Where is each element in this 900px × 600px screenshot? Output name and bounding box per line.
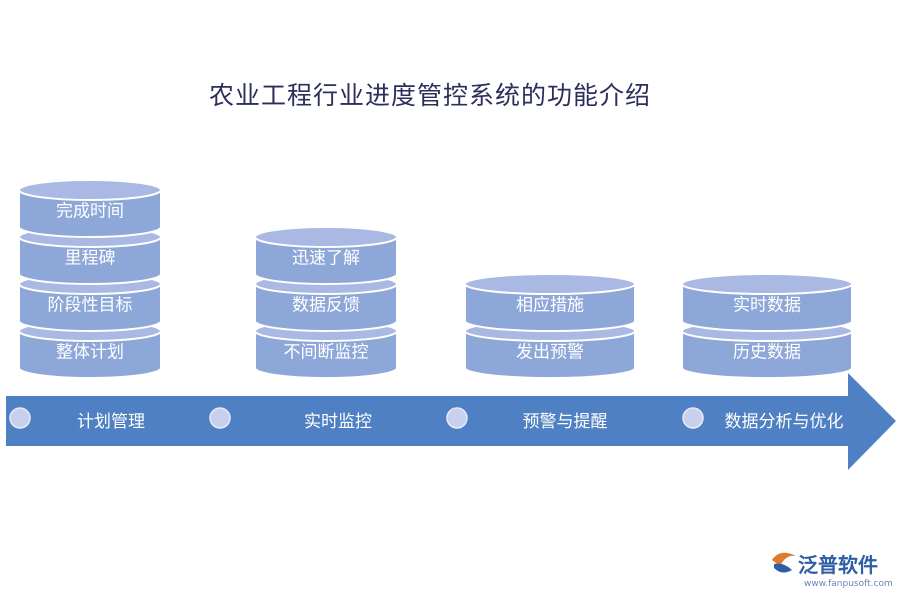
cylinder-body <box>254 236 398 285</box>
cylinder-top <box>464 273 636 295</box>
cylinder-top <box>681 273 853 295</box>
cylinder-stack-2: 不间断监控 数据反馈 迅速了解 <box>254 226 398 379</box>
cylinder-body <box>681 283 853 332</box>
cylinder-segment: 完成时间 <box>18 179 162 238</box>
cylinder-label: 迅速了解 <box>292 249 360 269</box>
stage-label: 预警与提醒 <box>523 412 608 432</box>
stage-label: 数据分析与优化 <box>725 412 844 432</box>
fanpu-logo: 泛普软件 www.fanpusoft.com <box>772 552 893 589</box>
stage-dot-icon <box>209 407 231 429</box>
cylinder-label: 整体计划 <box>56 343 124 363</box>
cylinder-label: 数据反馈 <box>292 296 360 316</box>
cylinder-label: 完成时间 <box>56 202 124 222</box>
cylinder-segment: 迅速了解 <box>254 226 398 285</box>
cylinder-label: 实时数据 <box>733 296 801 316</box>
stage-row: 计划管理 实时监控 预警与提醒 数据分析与优化 <box>9 407 844 432</box>
cylinder-body <box>464 330 636 379</box>
cylinder-label: 发出预警 <box>516 343 584 363</box>
cylinder-label: 相应措施 <box>516 296 584 316</box>
stage-dot-icon <box>446 407 468 429</box>
cylinder-body <box>18 236 162 285</box>
cylinder-body <box>18 283 162 332</box>
cylinder-label: 不间断监控 <box>284 343 369 363</box>
stage-dot-icon <box>9 407 31 429</box>
cylinder-label: 阶段性目标 <box>48 296 133 316</box>
fanpu-logo-icon <box>772 552 796 573</box>
cylinder-body <box>254 330 398 379</box>
cylinder-segment: 实时数据 <box>681 273 853 332</box>
cylinder-body <box>681 330 853 379</box>
cylinder-body <box>18 189 162 238</box>
cylinder-top <box>18 179 162 201</box>
page-title: 农业工程行业进度管控系统的功能介绍 <box>208 81 651 110</box>
logo-name: 泛普软件 <box>798 553 878 577</box>
stage-dot-icon <box>682 407 704 429</box>
cylinder-label: 历史数据 <box>733 343 801 363</box>
cylinder-body <box>464 283 636 332</box>
cylinder-stack-1: 整体计划 阶段性目标 里程碑 完成时间 <box>18 179 162 379</box>
cylinder-body <box>18 330 162 379</box>
logo-url: www.fanpusoft.com <box>804 579 893 589</box>
timeline-arrow: 计划管理 实时监控 预警与提醒 数据分析与优化 <box>6 373 896 470</box>
stage-label: 计划管理 <box>77 412 145 432</box>
cylinder-body <box>254 283 398 332</box>
cylinder-segment: 相应措施 <box>464 273 636 332</box>
cylinder-top <box>254 226 398 248</box>
cylinder-label: 里程碑 <box>65 249 116 269</box>
stage-label: 实时监控 <box>304 412 372 432</box>
